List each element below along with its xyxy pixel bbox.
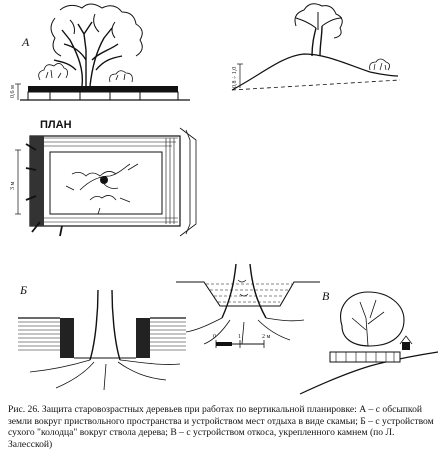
mound-height-label: 0,8 ÷ 1,0 [232,67,238,88]
plan-tree-crown [65,163,139,215]
scale-bar: 0 1 2 м [213,334,271,348]
panel-a-height-label: 0,6 м [10,85,16,98]
scale-tick-2: 2 м [262,334,271,340]
caption-title: Рис. 26. Защита старовозрастных деревьев… [8,404,357,415]
panel-a-dimension: 0,6 м [10,83,21,100]
panel-a-label: А [21,35,30,49]
plan-side-label: 3 м [10,182,16,191]
panel-mound-tree: 0,8 ÷ 1,0 [231,3,401,91]
panel-b-label: Б [19,283,27,297]
scale-tick-1: 1 [238,334,241,340]
scale-tick-0: 0 [213,334,216,340]
panel-plan: ПЛАН 3 м [10,119,197,237]
panel-a-crown [50,3,143,57]
plan-walls [25,135,181,237]
figure-caption: Рис. 26. Защита старовозрастных деревьев… [8,404,438,450]
plan-trunk-dot [100,176,108,184]
plan-title: ПЛАН [40,119,72,131]
panel-a-trunk [53,21,123,87]
panel-a-bench [20,86,190,101]
panel-a-tree-with-bench: 0,6 м А [10,3,190,101]
panel-v-slope: В [299,289,439,395]
panel-v-label: В [322,289,330,303]
panel-a-shrubs [38,63,133,83]
panel-b-dry-well: Б [18,283,186,391]
figure-illustration: 0,6 м А 0,8 ÷ 1,0 ПЛАН [10,3,439,395]
caption-body: А – с обсыпкой земли вокруг приствольног… [8,404,434,450]
panel-center-tree-in-pit: 0 1 2 м [176,263,320,348]
